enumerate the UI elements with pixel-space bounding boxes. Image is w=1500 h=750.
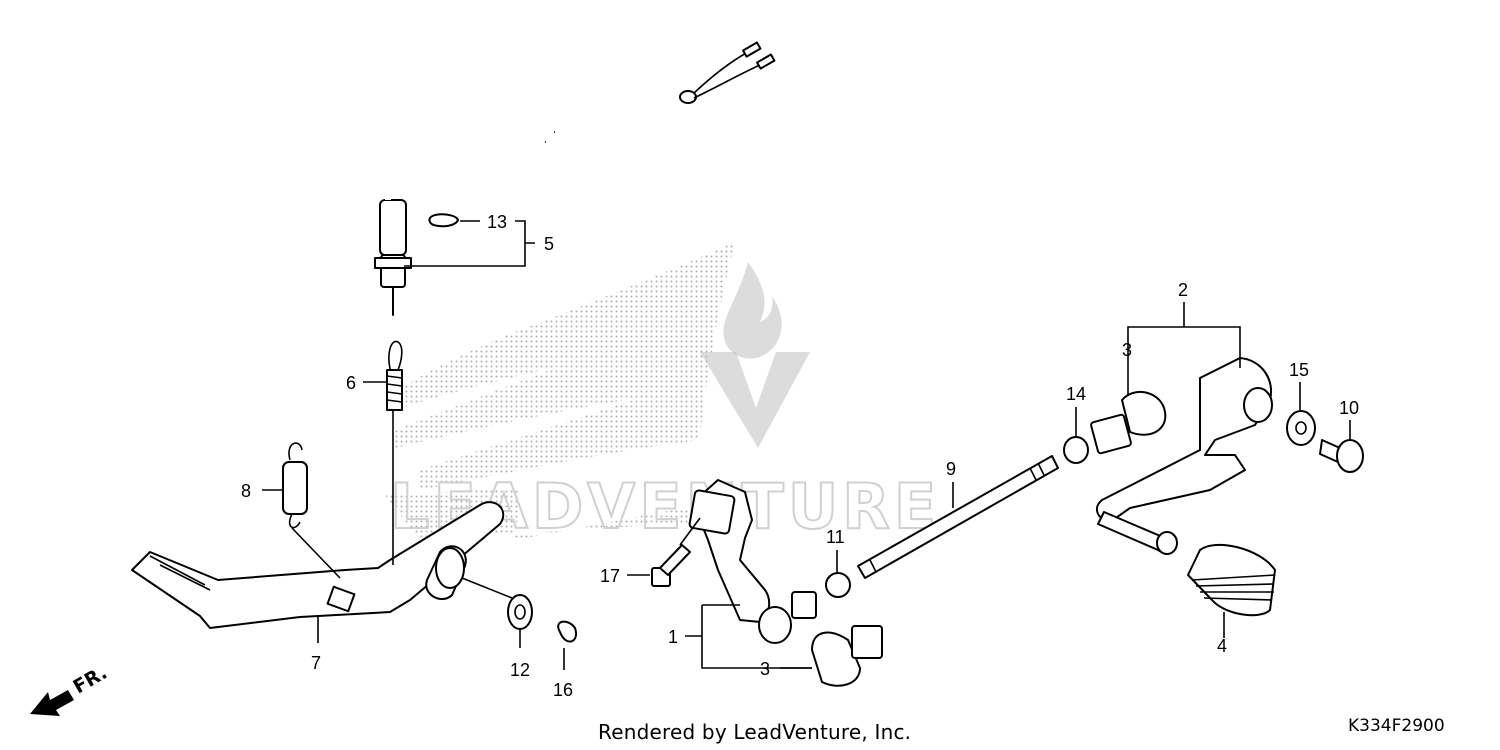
callout-12: 12: [510, 660, 530, 680]
bolt-17: [651, 544, 691, 587]
callout-5: 5: [544, 234, 554, 254]
callout-2: 2: [1178, 280, 1188, 300]
callout-6: 6: [346, 373, 356, 393]
callout-8: 8: [241, 481, 251, 501]
callout-7: 7: [311, 653, 321, 673]
pedal-rubber-4: [1187, 543, 1276, 617]
clip-16: [557, 620, 578, 643]
callout-15: 15: [1289, 360, 1309, 380]
brake-pedal-7: [131, 428, 505, 629]
watermark: LEADVENTURE: [385, 242, 937, 544]
nut-11: [825, 572, 851, 598]
callout-11: 11: [826, 527, 845, 547]
callout-3-lower: 3: [760, 659, 770, 679]
front-label: FR.: [70, 662, 111, 699]
diagram-code: K334F2900: [1348, 716, 1445, 736]
callout-17: 17: [600, 566, 620, 586]
render-credit: Rendered by LeadVenture, Inc.: [598, 720, 912, 744]
brake-switch-assembly: [374, 41, 776, 316]
callout-13: 13: [487, 212, 507, 232]
callouts: 13 5 6 8 7 12 16 17 1 3 11 9 14 3 2 15 1…: [241, 212, 1359, 700]
nut-14: [1063, 436, 1089, 464]
honda-wing-logo: [395, 242, 735, 490]
spring-6: [386, 340, 403, 428]
washer-15: [1286, 410, 1316, 446]
callout-1: 1: [668, 627, 678, 647]
tie-rod-joint-3-upper: [1090, 391, 1167, 455]
callout-4: 4: [1217, 636, 1227, 656]
gearshift-arm-1: [688, 479, 817, 644]
front-direction-indicator: FR.: [30, 662, 111, 716]
front-direction-arrow-icon: [30, 690, 74, 716]
callout-14: 14: [1066, 384, 1086, 404]
clip-13: [428, 213, 459, 228]
callout-16: 16: [553, 680, 573, 700]
callout-3-upper: 3: [1122, 340, 1132, 360]
tie-rod-joint-3-lower: [811, 625, 883, 687]
callout-9: 9: [946, 459, 956, 479]
flame-logo: [723, 262, 782, 359]
leader-lines: [262, 220, 1351, 670]
callout-10: 10: [1339, 398, 1359, 418]
shift-rod-9: [857, 455, 1059, 579]
v-logo: [700, 352, 810, 448]
spring-8: [282, 442, 308, 529]
washer-12: [507, 594, 533, 630]
gearshift-pedal-2: [1095, 357, 1273, 555]
bolt-10: [1319, 439, 1364, 473]
